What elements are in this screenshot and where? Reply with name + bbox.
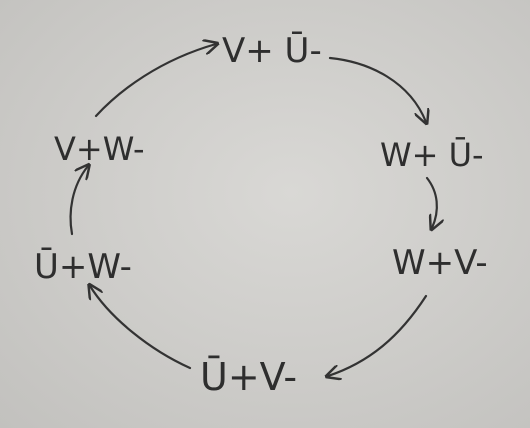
- arrow-s6-to-s1: [94, 44, 216, 118]
- state-label-s1: V+ Ū-: [222, 31, 322, 71]
- arrow-s5-to-s6: [69, 166, 88, 236]
- arrow-s4-to-s5: [90, 286, 192, 370]
- arrow-s3-to-s4: [328, 294, 428, 376]
- arrow-s2-to-s3: [425, 176, 437, 228]
- state-label-s2: W+ Ū-: [380, 136, 484, 174]
- arrow-s1-to-s2: [328, 56, 426, 122]
- state-label-s4: Ū+V-: [200, 355, 297, 399]
- state-label-s5: Ū+W-: [34, 247, 132, 287]
- state-label-s3: W+V-: [392, 243, 488, 283]
- state-label-s6: V+W-: [54, 130, 145, 168]
